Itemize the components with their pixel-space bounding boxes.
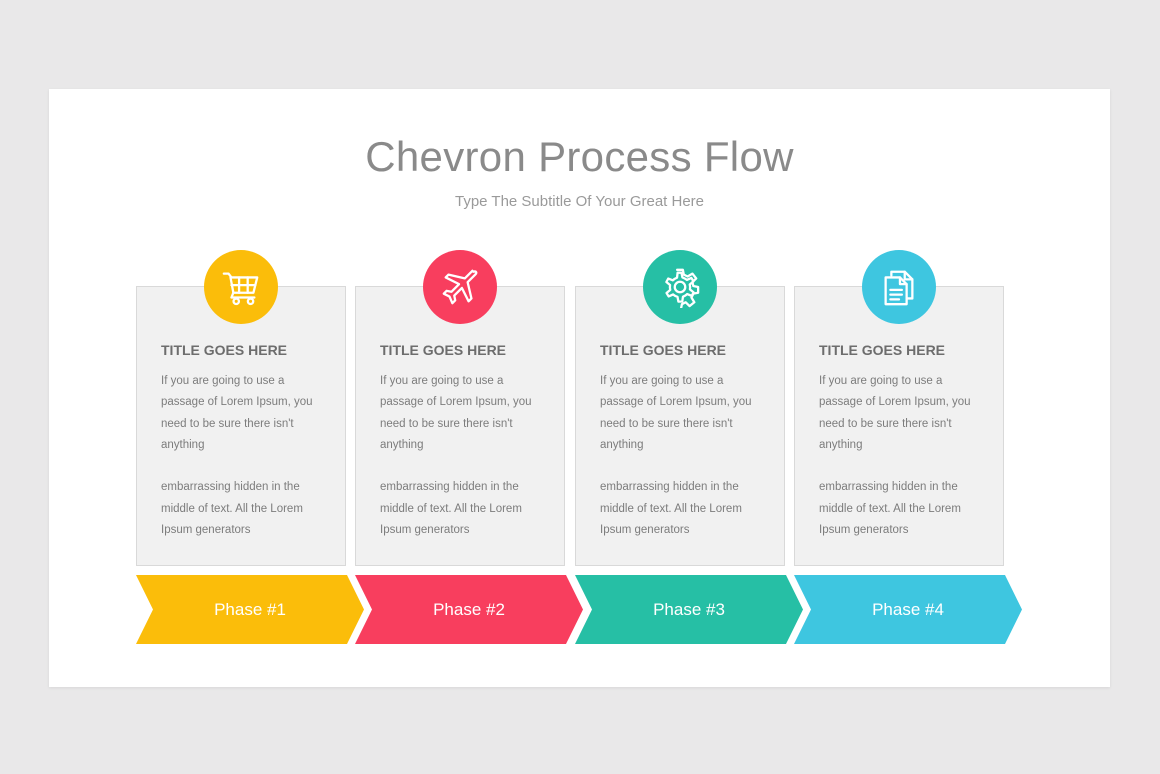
phase-card-4: TITLE GOES HERE If you are going to use … <box>794 250 1004 566</box>
slide-subtitle: Type The Subtitle Of Your Great Here <box>454 193 705 210</box>
chevron-shape-4 <box>794 575 1022 644</box>
shopping-cart-icon <box>222 272 259 306</box>
airplane-icon <box>442 269 478 305</box>
chevron-shape-1 <box>136 575 364 644</box>
chevron-fill-3 <box>575 575 803 644</box>
chevron-shape-2 <box>355 575 583 644</box>
phase-1-body: If you are going to use a passage of Lor… <box>161 371 329 541</box>
phase-3-body-paragraph-2: embarrassing hidden in the middle of tex… <box>600 481 742 537</box>
phase-4-icon-circle <box>862 250 936 324</box>
slide-title: Chevron Process Flow <box>365 133 794 180</box>
phase-card-2: TITLE GOES HERE If you are going to use … <box>355 250 565 566</box>
phase-4-title: TITLE GOES HERE <box>819 342 946 358</box>
phase-1-label: Phase #1 <box>214 599 286 619</box>
phase-3-icon-circle <box>643 250 717 324</box>
phase-chevron-4: Phase #4 <box>794 575 1022 644</box>
gear-icon <box>665 268 700 308</box>
phase-3-body-paragraph-1: If you are going to use a passage of Lor… <box>600 375 752 451</box>
phase-2-body-paragraph-2: embarrassing hidden in the middle of tex… <box>380 481 522 537</box>
phase-2-body-paragraph-1: If you are going to use a passage of Lor… <box>380 375 532 451</box>
phase-2-title: TITLE GOES HERE <box>380 342 507 358</box>
phase-1-icon-circle <box>204 250 278 324</box>
phase-2-icon-circle <box>423 250 497 324</box>
phase-1-body-paragraph-1: If you are going to use a passage of Lor… <box>161 375 313 451</box>
phase-chevron-1: Phase #1 <box>136 575 364 644</box>
phase-3-title: TITLE GOES HERE <box>600 342 727 358</box>
phase-2-label: Phase #2 <box>433 599 505 619</box>
phase-4-body-paragraph-2: embarrassing hidden in the middle of tex… <box>819 481 961 537</box>
phase-4-label: Phase #4 <box>872 599 944 619</box>
chevron-fill-4 <box>794 575 1022 644</box>
phase-4-body: If you are going to use a passage of Lor… <box>819 371 987 541</box>
phase-card-1: TITLE GOES HERE If you are going to use … <box>136 250 346 566</box>
phase-1-title: TITLE GOES HERE <box>161 342 288 358</box>
slide: Chevron Process Flow Type The Subtitle O… <box>49 89 1110 687</box>
phase-2-body: If you are going to use a passage of Lor… <box>380 371 548 541</box>
phase-chevron-3: Phase #3 <box>575 575 803 644</box>
phase-3-label: Phase #3 <box>653 599 725 619</box>
phase-1-body-paragraph-2: embarrassing hidden in the middle of tex… <box>161 481 303 537</box>
chevron-fill-1 <box>136 575 364 644</box>
phase-card-3: TITLE GOES HERE If you are going to use … <box>575 250 785 566</box>
chevron-fill-2 <box>355 575 583 644</box>
chevron-shape-3 <box>575 575 803 644</box>
phase-3-body: If you are going to use a passage of Lor… <box>600 371 768 541</box>
phase-4-body-paragraph-1: If you are going to use a passage of Lor… <box>819 375 971 451</box>
phase-chevron-2: Phase #2 <box>355 575 583 644</box>
document-icon <box>884 270 914 306</box>
